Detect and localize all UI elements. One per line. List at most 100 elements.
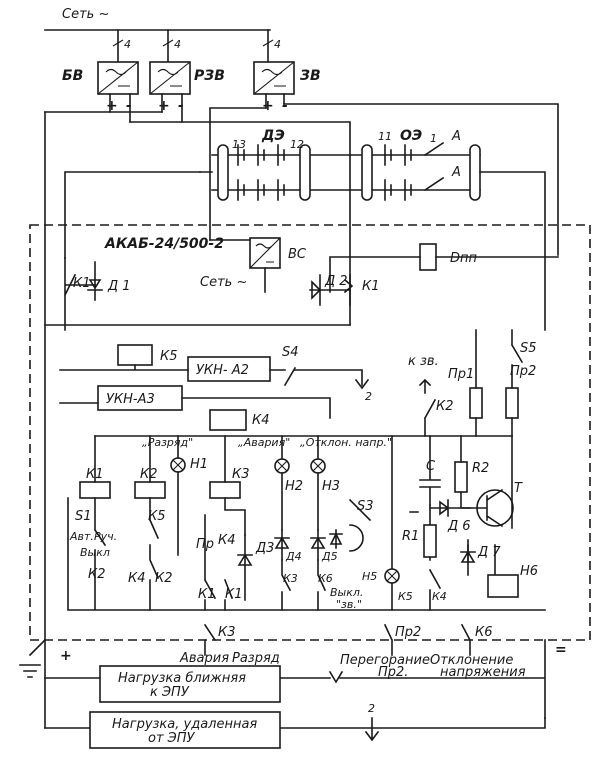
resistor-r1 xyxy=(423,524,437,558)
razryad-out-label: Разряд xyxy=(232,651,280,666)
zv-short-label: "зв." xyxy=(336,598,362,611)
k5-mid-label: К5 xyxy=(148,509,166,524)
rectifier-rzv xyxy=(149,61,191,95)
k1-contact-d1 xyxy=(44,257,351,331)
diode-d5 xyxy=(310,529,343,561)
d6-label: Д 6 xyxy=(447,519,471,534)
dpp-wiring xyxy=(329,256,559,293)
otklonenie-label: Отклонение xyxy=(430,653,513,668)
rzv-label: РЗВ xyxy=(194,68,225,84)
k6-lower-label: К6 xyxy=(318,572,333,585)
block-title: АКАБ-24/500-2 xyxy=(104,236,224,252)
battery-de xyxy=(199,144,351,201)
cell-11-label: 11 xyxy=(378,130,392,143)
razryad-quote-label: „Разряд" xyxy=(142,436,193,449)
a-label-1: А xyxy=(451,129,461,144)
d2-diode xyxy=(309,274,351,306)
akab-block-outline xyxy=(29,224,591,641)
d5-label: Д5 xyxy=(321,550,338,563)
far-load-wiring xyxy=(44,717,546,729)
ukn-a2-box xyxy=(187,356,271,382)
avariya-out-label: Авария xyxy=(179,651,229,666)
dpp-label: Dпп xyxy=(450,251,478,266)
lamp-h1 xyxy=(170,457,186,473)
h1-label: Н1 xyxy=(190,457,208,472)
r2-label: R2 xyxy=(472,461,489,476)
k4-lower-label: К4 xyxy=(128,571,146,586)
k3-out-label: К3 xyxy=(218,625,236,640)
k6-out-label: К6 xyxy=(475,625,493,640)
lamp-h2 xyxy=(274,458,290,474)
k4-relay-box xyxy=(209,409,247,431)
k3-lower-label: К3 xyxy=(283,572,298,585)
load-near-line-1: Нагрузка ближняя xyxy=(118,671,246,686)
cable-count-bv: 4 xyxy=(124,38,131,51)
d3-label: Д3 xyxy=(255,541,274,556)
napryazheniya-label: напряжения xyxy=(440,665,526,680)
battery-oe xyxy=(349,141,481,201)
k2-coil-label: К2 xyxy=(140,467,158,482)
c-label: С xyxy=(426,459,436,474)
otklon-quote-label: „Отклон. напр." xyxy=(300,436,392,449)
mains-label-vs: Сеть ~ xyxy=(200,275,247,290)
fuse-pr2 xyxy=(505,387,519,419)
battery-feed xyxy=(64,171,201,259)
lamp-h5 xyxy=(384,435,400,611)
load-near-line-2: к ЭПУ xyxy=(150,685,190,700)
bv-plus: + xyxy=(106,98,118,114)
branch-wiring xyxy=(67,435,546,611)
mains-drops xyxy=(112,29,274,63)
zv-plus: + xyxy=(262,98,274,114)
switch-s3 xyxy=(348,498,372,552)
pr2-label: Пр2 xyxy=(510,364,536,379)
fuse-wiring xyxy=(475,329,524,437)
k1-lower-label: К1 xyxy=(198,587,216,602)
d7-label: Д 7 xyxy=(477,545,501,560)
k2-lower-2-label: К2 xyxy=(155,571,173,586)
rzv-plus: + xyxy=(158,98,170,114)
battery-return xyxy=(479,171,546,331)
load-far-line-1: Нагрузка, удаленная xyxy=(112,717,257,732)
arrow-2a-label: 2 xyxy=(365,390,372,403)
k2-coil xyxy=(134,481,166,499)
oe-label: ОЭ xyxy=(400,128,422,144)
diode-d7 xyxy=(460,544,476,576)
fuse-pr1 xyxy=(469,387,483,419)
load-arrow-near xyxy=(328,670,344,684)
avariya-quote-label: „Авария" xyxy=(238,436,290,449)
minus-main-label: = xyxy=(555,642,567,658)
rectifier-bv xyxy=(97,61,139,95)
k3-coil-label: К3 xyxy=(232,467,250,482)
a-label-2: А xyxy=(451,165,461,180)
peregoranie-label: Перегорание xyxy=(340,653,430,668)
d1-label: Д 1 xyxy=(107,279,131,294)
cable-count-zv: 4 xyxy=(274,38,281,51)
diode-d4 xyxy=(274,529,290,561)
cell-12-label: 12 xyxy=(290,138,304,151)
de-label: ДЭ xyxy=(261,128,285,144)
k4-lower-2-label: К4 xyxy=(432,590,447,603)
load-far-box xyxy=(89,711,281,749)
vykl-label: Выкл xyxy=(80,546,110,559)
rectifier-zv xyxy=(253,61,295,95)
h3-label: Н3 xyxy=(322,479,340,494)
cable-count-rzv: 4 xyxy=(174,38,181,51)
k1-lower-2-label: К1 xyxy=(225,587,243,602)
r1-label: R1 xyxy=(402,529,419,544)
t-label: Т xyxy=(514,481,523,496)
k4-top-label: К4 xyxy=(252,413,270,428)
k2-lower-label: К2 xyxy=(88,567,106,582)
diode-d3 xyxy=(237,534,253,601)
load-far-line-2: от ЭПУ xyxy=(148,731,196,746)
dpp-coil xyxy=(419,243,437,271)
pr1-label: Пр1 xyxy=(448,367,474,382)
rzv-minus: - xyxy=(178,98,184,114)
zv-minus: - xyxy=(282,98,288,114)
k5-relay-box xyxy=(117,344,153,366)
diode-d6 xyxy=(429,499,471,517)
k3-coil xyxy=(209,481,241,499)
ukn-a3-box xyxy=(97,385,183,411)
plus-main-label: + xyxy=(60,648,72,664)
pr2-text-label: Пр2. xyxy=(378,665,408,680)
mains-label-top: Сеть ~ xyxy=(62,7,109,22)
